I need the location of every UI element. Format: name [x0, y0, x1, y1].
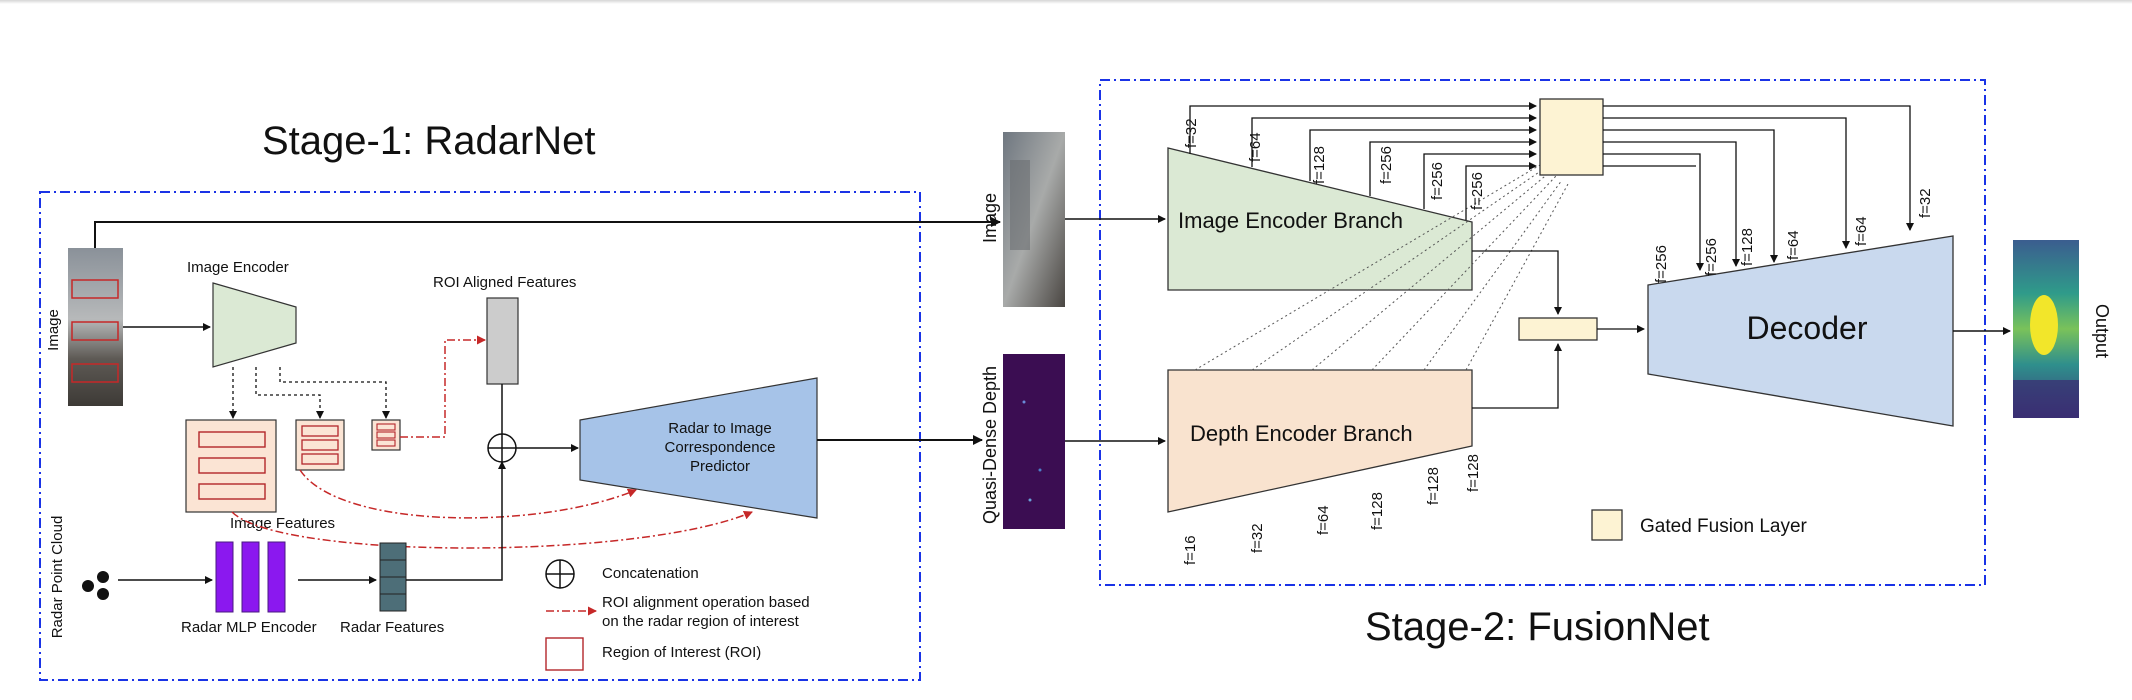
stage1-title: Stage-1: RadarNet [262, 119, 596, 163]
legend-gated-fusion-symbol [1591, 509, 1623, 541]
decoder-label: Decoder [1747, 310, 1868, 346]
decoder-block [1647, 235, 1954, 427]
stage1-image-label: Image [45, 309, 62, 351]
legend-roi-op-label-2: on the radar region of interest [602, 613, 800, 630]
stage1-boundary [39, 191, 921, 681]
image-encoder-to-fusion [1472, 250, 1562, 315]
predictor-label-1: Radar to Image [668, 420, 771, 437]
concat-node [487, 433, 517, 463]
img-skip-f2: f=64 [1247, 132, 1264, 162]
legend-roi-symbol [545, 637, 584, 671]
radar-mlp-encoder [215, 541, 286, 613]
radar-point-cloud-label: Radar Point Cloud [49, 516, 66, 639]
legend-roi-label: Region of Interest (ROI) [602, 644, 761, 661]
depth-encoder-branch-label: Depth Encoder Branch [1190, 421, 1413, 446]
img-skip-f6: f=256 [1469, 172, 1486, 210]
dec-skip-f4: f=64 [1785, 230, 1802, 260]
image-to-stage2-arrow [94, 217, 1001, 248]
legend-concat-symbol [545, 559, 575, 589]
img-skip-f5: f=256 [1429, 162, 1446, 200]
feat-link-3 [279, 367, 390, 419]
quasi-dense-depth-image [1003, 354, 1065, 529]
legend-roi-op-label-1: ROI alignment operation based [602, 594, 810, 611]
image-feature-small [371, 419, 401, 451]
dec-skip-f2: f=256 [1703, 238, 1720, 276]
image-encoder-label: Image Encoder [187, 259, 289, 276]
img-skip-f3: f=128 [1311, 146, 1328, 184]
output-label: Output [2092, 304, 2112, 358]
correspondence-predictor-block [579, 377, 818, 519]
img-skip-f4: f=256 [1378, 146, 1395, 184]
image-features-label: Image Features [230, 515, 335, 532]
radar-mlp-label: Radar MLP Encoder [181, 619, 317, 636]
dec-skip-f6: f=32 [1917, 188, 1934, 218]
roi-features-label: ROI Aligned Features [433, 274, 576, 291]
window-top-edge [0, 0, 2132, 4]
depth-f6: f=128 [1465, 454, 1482, 492]
image-feature-medium [295, 419, 345, 471]
depth-f2: f=32 [1249, 523, 1266, 553]
radar-points [82, 571, 109, 600]
roi-curve-1 [299, 469, 637, 519]
depth-f3: f=64 [1315, 505, 1332, 535]
output-depth-image [2013, 240, 2079, 418]
stage1-input-image [68, 248, 123, 406]
legend-concat-label: Concatenation [602, 565, 699, 582]
stage2-input-image [1003, 132, 1065, 307]
dec-skip-f1: f=256 [1653, 245, 1670, 283]
radar-features-label: Radar Features [340, 619, 444, 636]
image-skip-connections [1189, 102, 1537, 220]
gated-fusion-block-top [1539, 98, 1604, 176]
feat-link-2 [255, 367, 324, 419]
image-feature-large [185, 419, 277, 513]
depth-fusion-links [1194, 164, 1569, 371]
image-encoder-branch [1167, 147, 1473, 291]
depth-f1: f=16 [1182, 535, 1199, 565]
stage2-depth-label: Quasi-Dense Depth [980, 366, 1000, 524]
dec-skip-f3: f=128 [1739, 228, 1756, 266]
roi-align-arrow [400, 335, 486, 438]
stage2-boundary [1099, 79, 1986, 586]
radar-to-concat-arrow [406, 461, 506, 581]
predictor-label-2: Correspondence [665, 439, 776, 456]
depth-f5: f=128 [1425, 467, 1442, 505]
dec-skip-f5: f=64 [1853, 216, 1870, 246]
gated-fusion-block-mid [1518, 317, 1598, 341]
roi-aligned-features-block [486, 297, 519, 385]
decoder-skip-connections [1603, 105, 1914, 271]
depth-f4: f=128 [1369, 492, 1386, 530]
depth-encoder-branch [1167, 369, 1473, 513]
roi-curve-2 [231, 511, 753, 549]
predictor-label-3: Predictor [690, 458, 750, 475]
stage2-title: Stage-2: FusionNet [1365, 605, 1710, 649]
image-encoder-branch-label: Image Encoder Branch [1178, 208, 1403, 233]
legend-gated-fusion-label: Gated Fusion Layer [1640, 516, 1808, 537]
radar-features-block [379, 542, 407, 612]
img-skip-f1: f=32 [1183, 118, 1200, 148]
depth-encoder-to-fusion [1472, 343, 1562, 409]
image-encoder-block [212, 282, 297, 368]
stage2-image-label: Image [980, 193, 1000, 243]
